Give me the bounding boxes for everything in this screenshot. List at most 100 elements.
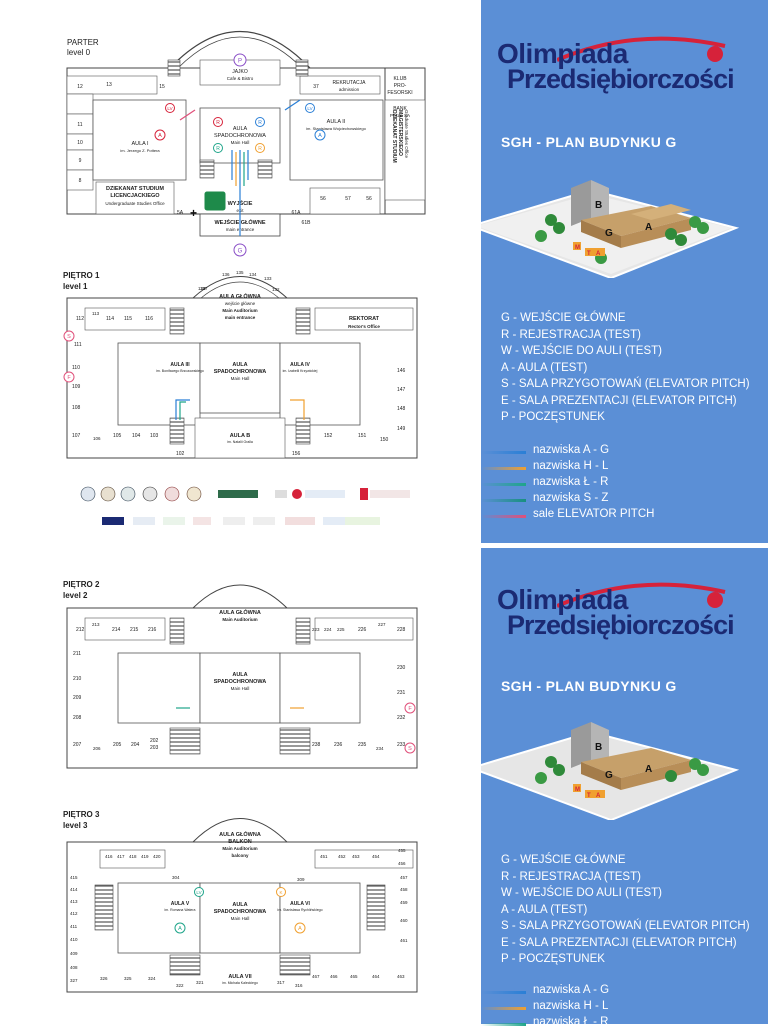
marker-lv: LV (196, 890, 201, 895)
room-label: 465 (350, 974, 358, 979)
rekrutacja-label: REKRUTACJA (333, 80, 367, 86)
marker-f: F (67, 375, 71, 381)
room-label: 204 (131, 742, 140, 748)
route-line (481, 1007, 526, 1010)
route-label: nazwiska S - Z (533, 492, 609, 504)
room-label: 207 (73, 742, 82, 748)
pro-label: PRO- (394, 83, 407, 89)
dziekanat-lic-label2: LICENCJACKIEGO (110, 193, 160, 199)
legend-item: G - WEJŚCIE GŁÓWNE (501, 854, 626, 866)
room-label: 146 (397, 368, 406, 374)
aula-spad-label: AULA (232, 902, 247, 908)
room-label: 106 (93, 436, 101, 441)
room-label: 467 (312, 974, 320, 979)
main-hall-label: Main Hall (231, 686, 250, 691)
room-label: 202 (150, 738, 159, 744)
route-label: nazwiska Ł - R (533, 1016, 609, 1028)
marker-p: P (238, 59, 242, 65)
floor-title: PIĘTRO 2 (63, 580, 100, 589)
legend-item: P - POCZĘSTUNEK (501, 411, 605, 423)
room-label: 453 (352, 854, 360, 859)
floor-subtitle: level 0 (67, 48, 91, 57)
floor-subtitle: level 1 (63, 282, 88, 291)
jajko-label: JAJKO (232, 69, 248, 75)
room-label: 138 (198, 286, 206, 291)
room-label: 37 (313, 84, 319, 90)
room-label: 148 (397, 406, 406, 412)
marker-a: A (298, 926, 302, 932)
room-label: 111 (74, 342, 82, 348)
room-label: 105 (113, 433, 122, 439)
room-label: 61B (302, 220, 312, 226)
legend-list: G - WEJŚCIE GŁÓWNE R - REJESTRACJA (TEST… (501, 852, 750, 968)
room-label: 316 (295, 983, 303, 988)
room-label: 151 (358, 433, 367, 439)
room-label: 136 (222, 272, 230, 277)
marker-a: A (158, 133, 162, 139)
room-label: 56 (366, 196, 372, 202)
aula-glowna-label: AULA GŁÓWNA (219, 292, 261, 300)
floor-plans: PARTER level 0 13 12 15 37 11 10 9 8 5A (63, 30, 426, 993)
room-label: 324 (148, 976, 156, 981)
route-line (481, 499, 526, 502)
room-label: 203 (150, 745, 159, 751)
balkon-label: BALKON (228, 839, 252, 845)
room-label: 209 (73, 695, 82, 701)
plan-title: SGH - PLAN BUDYNKU G (501, 678, 677, 694)
floor-title: PARTER (67, 38, 99, 47)
fesorski-label: FESORSKI (387, 90, 412, 96)
brand-logo: Olimpiada Przedsiębiorczości (497, 36, 737, 98)
route-item: nazwiska H - L (481, 1000, 768, 1016)
room-label: 463 (397, 974, 405, 979)
iso-label: A (596, 251, 601, 257)
room-label: 415 (70, 875, 78, 880)
aula-spad-label2: SPADOCHRONOWA (214, 133, 266, 139)
room-label: 152 (324, 433, 333, 439)
room-label: 233 (397, 742, 406, 748)
iso-label: T (587, 251, 591, 257)
main-hall-label: Main Hall (231, 916, 250, 921)
room-label: 412 (70, 911, 78, 916)
main-aud-label: Main Auditorium (222, 617, 257, 622)
campus-illustration: B G A M T A (481, 180, 740, 278)
iso-label: M (575, 787, 580, 793)
room-label: 238 (312, 742, 321, 748)
iso-label: B (595, 200, 602, 211)
room-label: 455 (398, 848, 406, 853)
room-label: 230 (397, 665, 406, 671)
room-label: 150 (380, 437, 389, 443)
room-label: 156 (292, 451, 301, 457)
aula-ii-sub: im. Stanisława Wojciechowskiego (306, 126, 367, 131)
floor-subtitle: level 3 (63, 821, 88, 830)
legend-item: W - WEJŚCIE DO AULI (TEST) (501, 345, 663, 357)
floor-pietro3: PIĘTRO 3 level 3 416 417 418 419 420 451… (63, 810, 418, 993)
room-label: 418 (129, 854, 137, 859)
room-label: 231 (397, 690, 406, 696)
room-label: 234 (376, 746, 384, 751)
floor-subtitle: level 2 (63, 591, 88, 600)
room-label: 205 (113, 742, 122, 748)
wejscie-glowne-label: wejście główne (225, 301, 256, 306)
room-label: 321 (196, 980, 204, 985)
room-label: 132 (272, 287, 280, 292)
room-label: 210 (73, 676, 82, 682)
marker-s: S (67, 334, 71, 340)
swoosh-icon (557, 582, 726, 608)
room-label: 325 (124, 976, 132, 981)
room-label: 212 (76, 627, 85, 633)
route-item: nazwiska A - G (481, 984, 768, 1000)
admission-label: admission (339, 87, 360, 92)
brand-line2: Przedsiębiorczości (507, 610, 735, 640)
room-label: 108 (72, 405, 81, 411)
plan-title: SGH - PLAN BUDYNKU G (501, 134, 677, 150)
room-label: 110 (72, 365, 80, 371)
aula-iii-sub: im. Bonifacego Brzozowskiego (156, 369, 204, 373)
marker-g: G (238, 249, 243, 255)
room-label: 208 (73, 715, 82, 721)
legend-item: S - SALA PRZYGOTOWAŃ (ELEVATOR PITCH) (501, 920, 750, 932)
room-label: 458 (400, 887, 408, 892)
legend-item: R - REJESTRACJA (TEST) (501, 870, 641, 883)
room-label: 214 (112, 627, 121, 633)
room-label: 56 (320, 196, 326, 202)
undergrad-label: Undergraduate Studies Office (105, 201, 165, 206)
